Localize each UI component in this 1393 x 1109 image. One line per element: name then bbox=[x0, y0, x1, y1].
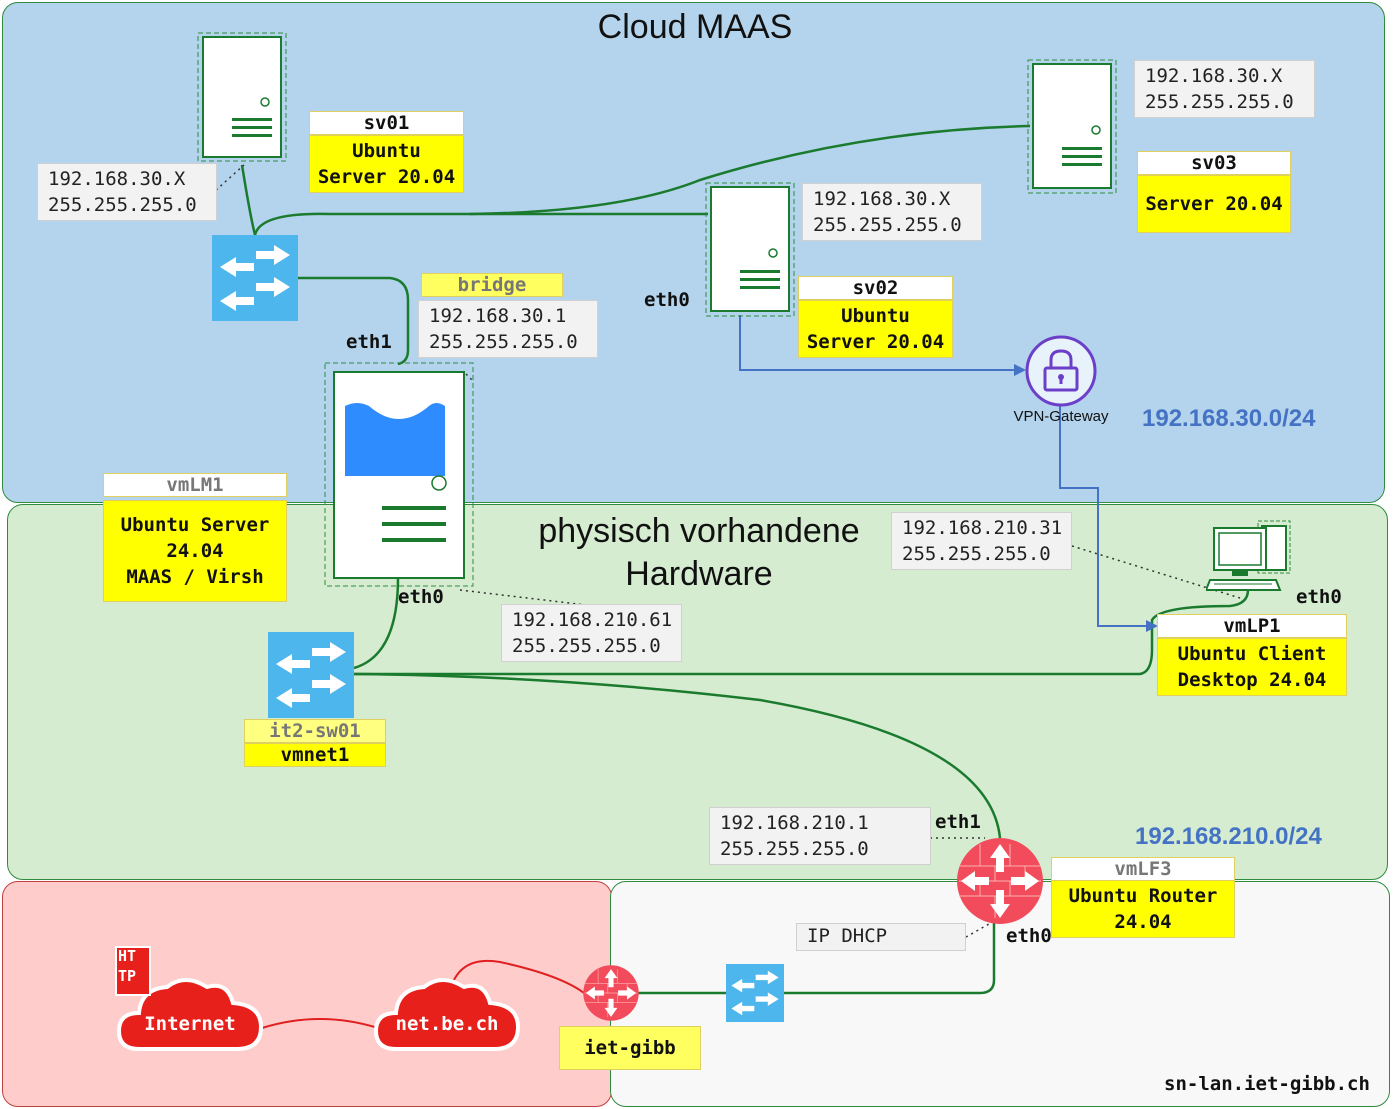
bridge-ip-box: 192.168.30.1 255.255.255.0 bbox=[418, 300, 598, 358]
link-switch-vmlp1 bbox=[354, 589, 1250, 676]
lan-domain-label: sn-lan.iet-gibb.ch bbox=[1164, 1073, 1370, 1095]
netbe-cloud-icon[interactable] bbox=[372, 975, 522, 1055]
ietgibb-label: iet-gibb bbox=[559, 1026, 701, 1070]
physical-network-label: 192.168.210.0/24 bbox=[1135, 823, 1322, 850]
vmlp1-ip-box: 192.168.210.31 255.255.255.0 bbox=[891, 512, 1072, 570]
it2-sw01-switch-icon[interactable] bbox=[268, 632, 354, 718]
vmlp1-name-label: vmLP1 bbox=[1157, 614, 1347, 638]
sv01-name-label: sv01 bbox=[309, 111, 464, 135]
physical-zone-title-1: physisch vorhandene bbox=[538, 512, 860, 550]
sv03-os-label: Server 20.04 bbox=[1137, 175, 1291, 233]
http-badge-icon bbox=[115, 946, 151, 996]
vmlm1-name-label: vmLM1 bbox=[103, 473, 287, 497]
vmlp1-os-label: Ubuntu Client Desktop 24.04 bbox=[1157, 638, 1347, 696]
link-switch-sv02 bbox=[253, 212, 708, 236]
cloud-zone-title: Cloud MAAS bbox=[597, 8, 793, 46]
sv02-server-icon[interactable] bbox=[705, 182, 795, 317]
sv03-server-icon[interactable] bbox=[1027, 59, 1117, 194]
link-vpn-vmlp1 bbox=[1059, 405, 1150, 627]
vmlf3-dhcp-box: IP DHCP bbox=[796, 923, 966, 951]
vpn-gateway-label: VPN-Gateway bbox=[1013, 408, 1109, 425]
switch-vmnet-label: vmnet1 bbox=[244, 743, 386, 767]
sv02-eth0-label: eth0 bbox=[644, 289, 690, 311]
cloud-network-label: 192.168.30.0/24 bbox=[1142, 405, 1316, 432]
cloud-switch-icon[interactable] bbox=[212, 235, 298, 321]
sv01-ip-box: 192.168.30.X 255.255.255.0 bbox=[37, 163, 217, 221]
netbe-label: net.be.ch bbox=[395, 1013, 499, 1035]
internet-label: Internet bbox=[144, 1013, 236, 1035]
vmlf3-ip-box: 192.168.210.1 255.255.255.0 bbox=[709, 807, 931, 865]
vmlf3-eth0-label: eth0 bbox=[1006, 925, 1052, 947]
lock-icon[interactable] bbox=[1024, 334, 1098, 408]
link-vmlm1-switch bbox=[353, 577, 400, 670]
http-badge-text: HT TP bbox=[118, 947, 137, 985]
sv02-ip-box: 192.168.30.X 255.255.255.0 bbox=[802, 183, 982, 241]
internet-zone bbox=[2, 881, 612, 1107]
sv03-name-label: sv03 bbox=[1137, 151, 1291, 175]
link-sv02-sv03 bbox=[469, 124, 1031, 216]
vmlp1-eth0-label: eth0 bbox=[1296, 586, 1342, 608]
internet-cloud-icon[interactable] bbox=[115, 975, 265, 1055]
vmlf3-os-label: Ubuntu Router 24.04 bbox=[1051, 880, 1235, 938]
ietgibb-router-icon[interactable] bbox=[582, 964, 640, 1022]
sv01-os-label: Ubuntu Server 20.04 bbox=[309, 135, 464, 193]
vmlm1-host-server-icon[interactable] bbox=[324, 362, 474, 587]
sv02-os-label: Ubuntu Server 20.04 bbox=[798, 300, 953, 358]
vmlf3-eth1-label: eth1 bbox=[935, 811, 981, 833]
link-netbe-ietgibb bbox=[449, 959, 585, 994]
bridge-name-label: bridge bbox=[421, 273, 563, 297]
vmlm1-eth0-label: eth0 bbox=[398, 586, 444, 608]
sv03-ip-box: 192.168.30.X 255.255.255.0 bbox=[1134, 60, 1315, 118]
link-sv02-vpn bbox=[739, 315, 1020, 371]
link-internet-netbe bbox=[261, 1018, 379, 1029]
physical-zone-title-2: Hardware bbox=[625, 555, 773, 593]
vmlm1-ip-box: 192.168.210.61 255.255.255.0 bbox=[501, 604, 682, 662]
vmlm1-os-label: Ubuntu Server 24.04 MAAS / Virsh bbox=[103, 500, 287, 602]
sv02-name-label: sv02 bbox=[798, 276, 953, 300]
switch-name-label: it2-sw01 bbox=[244, 719, 386, 743]
vmlf3-router-icon[interactable] bbox=[955, 836, 1045, 926]
bridge-eth1-label: eth1 bbox=[346, 331, 392, 353]
link-router-lan-switch bbox=[783, 922, 996, 995]
link-switch-router bbox=[353, 672, 1002, 839]
vmlf3-name-label: vmLF3 bbox=[1051, 857, 1235, 881]
link-sv01-switch bbox=[240, 164, 257, 236]
desktop-computer-icon[interactable] bbox=[1206, 520, 1292, 594]
lan-switch-icon[interactable] bbox=[726, 964, 784, 1022]
sv01-server-icon[interactable] bbox=[197, 32, 287, 162]
link-switch-bridge bbox=[298, 276, 410, 366]
